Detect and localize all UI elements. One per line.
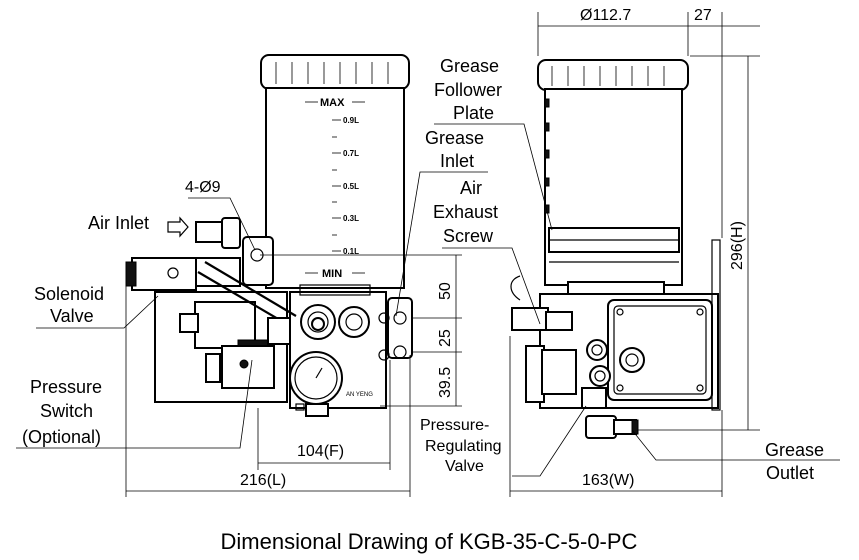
pressure-regulating-label-1: Pressure- — [420, 417, 489, 434]
air-exhaust-label-1: Air — [460, 178, 482, 198]
max-label: MAX — [320, 97, 345, 109]
follower-label-1: Grease — [440, 56, 499, 76]
pressure-regulating-label-2: Regulating — [425, 438, 502, 455]
air-exhaust-label-2: Exhaust — [433, 202, 498, 222]
dim-height: 296(H) — [729, 221, 746, 270]
side-view — [510, 59, 721, 439]
side-reservoir — [544, 88, 683, 286]
front-reservoir — [265, 87, 405, 289]
dim-foot: 104(F) — [297, 443, 344, 460]
grease-inlet-label-2: Inlet — [440, 151, 474, 171]
dim-25: 25 — [437, 329, 454, 347]
solenoid-label-2: Valve — [50, 306, 94, 326]
dim-50: 50 — [437, 282, 454, 300]
side-lid — [537, 59, 689, 91]
grease-inlet-label-1: Grease — [425, 128, 484, 148]
level-tick-label: 0.5L — [343, 182, 359, 191]
air-exhaust-label-3: Screw — [443, 226, 494, 246]
min-label: MIN — [322, 268, 342, 280]
follower-label-3: Plate — [453, 103, 494, 123]
pressure-regulating-label-3: Valve — [445, 458, 484, 475]
solenoid-label-1: Solenoid — [34, 284, 104, 304]
holes-label: 4-Ø9 — [185, 179, 221, 196]
follower-label-2: Follower — [434, 80, 502, 100]
callouts: 4-Ø9 Air Inlet Solenoid Valve Pressure S… — [16, 56, 840, 483]
front-mount-plate-right — [387, 297, 413, 359]
level-scale: 0.9L 0.7L 0.5L 0.3L 0.1L — [332, 116, 359, 256]
level-tick-label: 0.7L — [343, 149, 359, 158]
junction-box — [607, 299, 713, 401]
dim-width: 163(W) — [582, 472, 634, 489]
dim-offset: 27 — [694, 7, 712, 24]
grease-outlet-label-2: Outlet — [766, 463, 814, 483]
level-tick-label: 0.3L — [343, 214, 359, 223]
grease-outlet-label-1: Grease — [765, 440, 824, 460]
front-view: MAX 0.9L 0.7L 0.5L 0.3L 0.1L MIN — [125, 54, 413, 417]
level-tick-label: 0.9L — [343, 116, 359, 125]
dimension-lines: Ø112.7 27 296(H) 50 25 39.5 104(F) 216(L… — [125, 7, 760, 497]
pressure-switch-label-1: Pressure — [30, 377, 102, 397]
dim-diameter: Ø112.7 — [580, 7, 631, 24]
dim-39-5: 39.5 — [437, 367, 454, 398]
pressure-switch-label-3: (Optional) — [22, 427, 101, 447]
front-lid — [260, 54, 410, 90]
pressure-switch-label-2: Switch — [40, 401, 93, 421]
air-inlet-label: Air Inlet — [88, 213, 149, 233]
dim-length: 216(L) — [240, 472, 286, 489]
gauge-brand: AN YENG — [346, 392, 373, 398]
level-tick-label: 0.1L — [343, 247, 359, 256]
drawing-title: Dimensional Drawing of KGB-35-C-5-0-PC — [221, 529, 638, 554]
